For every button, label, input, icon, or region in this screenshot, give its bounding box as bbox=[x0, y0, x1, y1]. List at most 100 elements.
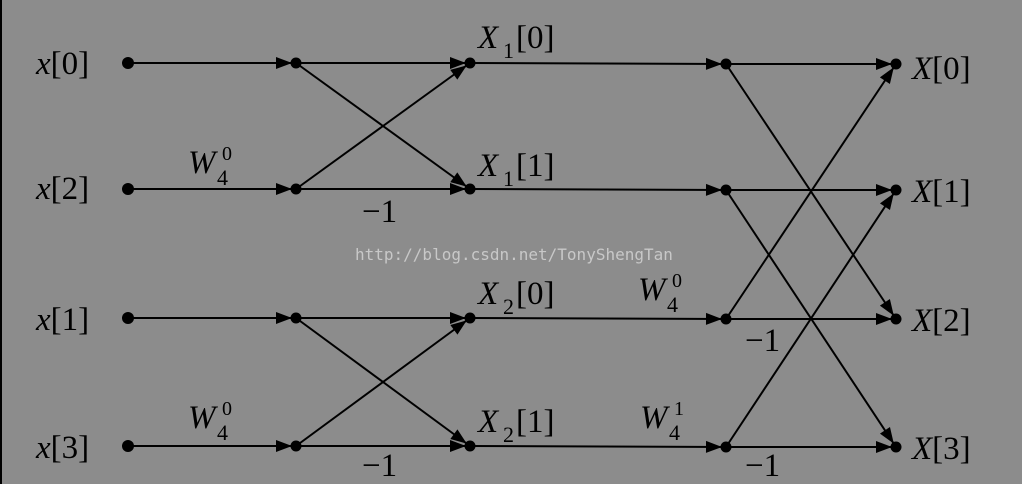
input-label-x1: x[1] bbox=[35, 302, 89, 338]
node-c2-r2 bbox=[464, 312, 476, 324]
input-label-x3: x[3] bbox=[35, 430, 89, 466]
node-c1-r3 bbox=[290, 440, 302, 452]
edge-s2-0-straight-bottom-arrowhead bbox=[876, 313, 892, 325]
edge-s2-1-straight-bottom-arrowhead bbox=[876, 441, 892, 453]
output-label-x3: X[3] bbox=[910, 431, 971, 467]
edge-mid-0 bbox=[469, 62, 727, 65]
svg-text:W: W bbox=[188, 145, 218, 181]
svg-text:X: X bbox=[476, 148, 500, 184]
node-c2-r3 bbox=[464, 440, 476, 452]
node-c2-r1 bbox=[464, 183, 476, 195]
edge-input-0-arrowhead bbox=[276, 57, 292, 69]
node-c4-r3 bbox=[890, 441, 902, 453]
svg-text:2: 2 bbox=[503, 422, 514, 447]
mid-label-x2-1: X 2 [1] bbox=[476, 404, 554, 447]
edge-s1-1-cross-down-arrowhead bbox=[450, 429, 467, 444]
svg-text:0: 0 bbox=[672, 270, 682, 292]
edge-s2-0-cross-up-arrowhead bbox=[879, 67, 894, 84]
mid-label-x2-0: X 2 [0] bbox=[476, 276, 554, 319]
node-c3-r1 bbox=[720, 184, 732, 196]
input-label-x0: x[0] bbox=[35, 46, 89, 82]
edge-s2-1-cross-down-arrowhead bbox=[879, 427, 894, 444]
edge-mid-3-arrowhead bbox=[705, 440, 722, 453]
node-c1-r2 bbox=[290, 312, 302, 324]
node-c0-r3 bbox=[122, 440, 134, 452]
minus-one-label-stage1-bottom: −1 bbox=[362, 448, 397, 484]
edge-s1-1-cross-up-arrowhead bbox=[450, 320, 467, 335]
minus-one-label-stage2-x2: −1 bbox=[745, 323, 780, 359]
svg-text:4: 4 bbox=[217, 165, 228, 190]
minus-one-label-stage2-x3: −1 bbox=[745, 448, 780, 484]
minus-one-label-stage1-top: −1 bbox=[362, 194, 397, 230]
watermark: http://blog.csdn.net/TonyShengTan bbox=[355, 245, 673, 264]
edge-s2-1-straight-top-arrowhead bbox=[876, 184, 892, 196]
node-c3-r0 bbox=[720, 58, 732, 70]
edge-s1-0-straight-top-arrowhead bbox=[450, 57, 466, 69]
svg-text:4: 4 bbox=[217, 420, 228, 445]
svg-text:X: X bbox=[476, 276, 500, 312]
svg-text:W: W bbox=[188, 400, 218, 436]
edge-s2-0-cross-down-arrowhead bbox=[879, 299, 894, 316]
node-c2-r0 bbox=[464, 57, 476, 69]
edge-input-1-arrowhead bbox=[276, 183, 292, 195]
twiddle-w4-0-stage1-top: W 4 0 bbox=[188, 143, 232, 190]
node-c4-r1 bbox=[890, 184, 902, 196]
node-c1-r0 bbox=[290, 57, 302, 69]
svg-text:X: X bbox=[476, 404, 500, 440]
signal-flow-nodes bbox=[122, 57, 902, 453]
svg-text:0: 0 bbox=[222, 143, 232, 165]
edge-s2-0-straight-top-arrowhead bbox=[876, 58, 892, 70]
edge-s1-1-cross-up bbox=[295, 317, 471, 447]
svg-text:0: 0 bbox=[222, 398, 232, 420]
svg-text:1: 1 bbox=[503, 38, 514, 63]
mid-label-x1-0: X 1 [0] bbox=[476, 20, 554, 63]
edge-input-2-arrowhead bbox=[276, 312, 292, 324]
edge-s1-1-straight-top-arrowhead bbox=[450, 312, 466, 324]
node-c3-r2 bbox=[720, 313, 732, 325]
node-c0-r0 bbox=[122, 57, 134, 69]
svg-text:W: W bbox=[638, 272, 668, 308]
twiddle-w4-1-stage2: W 4 1 bbox=[640, 398, 684, 445]
node-c0-r1 bbox=[122, 183, 134, 195]
svg-text:[0]: [0] bbox=[516, 276, 554, 312]
edge-s1-1-straight-bottom-arrowhead bbox=[450, 440, 466, 452]
svg-text:1: 1 bbox=[503, 166, 514, 191]
edge-s1-0-straight-bottom-arrowhead bbox=[450, 183, 466, 195]
edge-mid-1 bbox=[469, 188, 727, 191]
node-c4-r2 bbox=[890, 313, 902, 325]
svg-text:[1]: [1] bbox=[516, 404, 554, 440]
edge-s1-0-cross-up-arrowhead bbox=[450, 65, 467, 80]
edge-s1-0-cross-up bbox=[295, 62, 471, 190]
node-c4-r0 bbox=[890, 58, 902, 70]
node-c0-r2 bbox=[122, 312, 134, 324]
output-label-x2: X[2] bbox=[910, 303, 971, 339]
svg-text:W: W bbox=[640, 400, 670, 436]
twiddle-w4-0-stage1-bottom: W 4 0 bbox=[188, 398, 232, 445]
edge-mid-2 bbox=[469, 317, 727, 320]
svg-text:X: X bbox=[476, 20, 500, 56]
output-label-x1: X[1] bbox=[910, 174, 971, 210]
edge-mid-0-arrowhead bbox=[705, 57, 722, 70]
edge-mid-2-arrowhead bbox=[705, 312, 722, 325]
twiddle-w4-0-stage2: W 4 0 bbox=[638, 270, 682, 317]
svg-text:4: 4 bbox=[667, 292, 678, 317]
edge-mid-3 bbox=[469, 445, 727, 448]
edge-s2-0-cross-up bbox=[725, 63, 897, 320]
node-c1-r1 bbox=[290, 183, 302, 195]
edge-mid-1-arrowhead bbox=[705, 183, 722, 196]
edge-input-3-arrowhead bbox=[276, 440, 292, 452]
edge-s1-0-cross-down-arrowhead bbox=[450, 172, 467, 187]
svg-text:2: 2 bbox=[503, 294, 514, 319]
signal-flow-edges bbox=[128, 57, 897, 453]
edge-s2-1-cross-up-arrowhead bbox=[879, 193, 894, 210]
input-label-x2: x[2] bbox=[35, 171, 89, 207]
output-label-x0: X[0] bbox=[910, 51, 971, 87]
svg-text:4: 4 bbox=[669, 420, 680, 445]
svg-text:[1]: [1] bbox=[516, 148, 554, 184]
edge-s2-1-cross-up bbox=[725, 189, 897, 448]
mid-label-x1-1: X 1 [1] bbox=[476, 148, 554, 191]
svg-text:1: 1 bbox=[674, 398, 684, 420]
node-c3-r3 bbox=[720, 441, 732, 453]
